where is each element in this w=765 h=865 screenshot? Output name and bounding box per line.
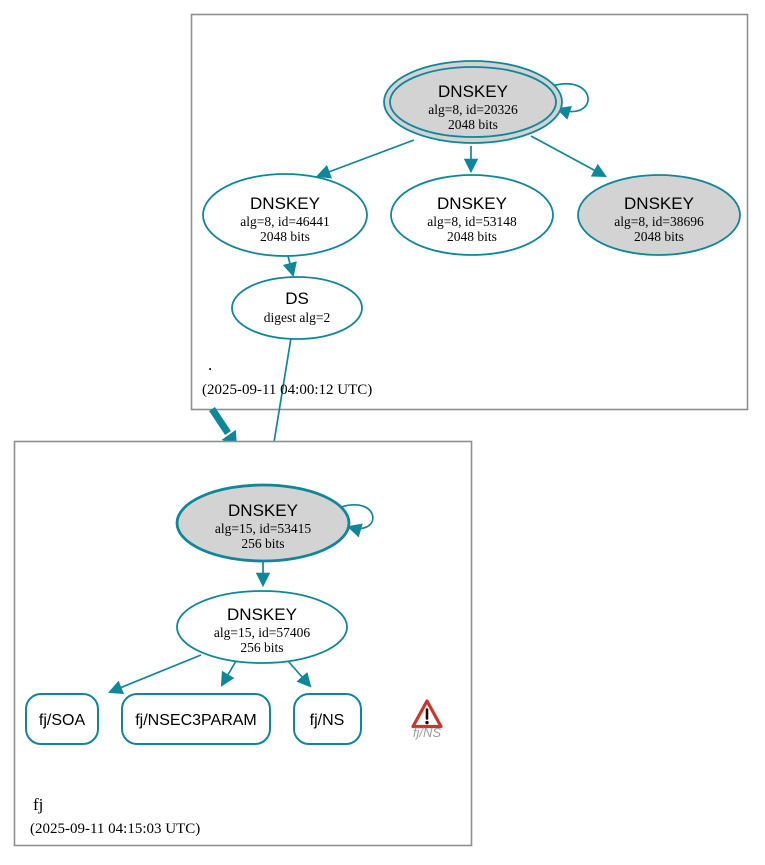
node-alg: alg=15, id=57406 <box>214 625 310 640</box>
node-root-zsk-53148[interactable]: DNSKEY alg=8, id=53148 2048 bits <box>390 174 554 256</box>
rrset-label: fj/NS <box>310 712 345 729</box>
node-rrset-fj-ns[interactable]: fj/NS <box>293 693 362 745</box>
node-fj-ksk-53415[interactable]: DNSKEY alg=15, id=53415 256 bits <box>175 483 351 563</box>
node-fj-zsk-57406[interactable]: DNSKEY alg=15, id=57406 256 bits <box>176 590 348 664</box>
node-rrset-fj-nsec3param[interactable]: fj/NSEC3PARAM <box>121 693 271 745</box>
node-bits: 256 bits <box>240 640 283 655</box>
node-title: DNSKEY <box>250 194 320 213</box>
node-root-zsk-46441[interactable]: DNSKEY alg=8, id=46441 2048 bits <box>202 173 368 257</box>
self-sign-loop-ksk20326 <box>551 83 589 120</box>
node-alg: alg=15, id=53415 <box>215 521 311 536</box>
node-bits: 2048 bits <box>448 117 498 132</box>
node-root-zsk-38696[interactable]: DNSKEY alg=8, id=38696 2048 bits <box>577 174 741 256</box>
warning-triangle-icon[interactable] <box>411 699 443 729</box>
edge-zsk46441-to-ds <box>282 255 297 278</box>
edge-zsk57406-to-nsec3param <box>220 660 237 687</box>
node-ds-fj[interactable]: DS digest alg=2 <box>231 276 363 340</box>
rrset-label: fj/NSEC3PARAM <box>135 712 257 729</box>
node-alg: alg=8, id=20326 <box>428 102 518 117</box>
root-zone-timestamp: (2025-09-11 04:00:12 UTC) <box>202 382 372 398</box>
node-title: DS <box>285 289 309 308</box>
node-bits: 256 bits <box>241 536 284 551</box>
edge-ksk20326-to-zsk38696 <box>530 135 607 178</box>
node-title: DNSKEY <box>437 194 507 213</box>
node-title: DNSKEY <box>438 82 508 101</box>
edge-zsk57406-to-soa <box>107 654 202 695</box>
node-title: DNSKEY <box>624 194 694 213</box>
delegation-arrow-shaft <box>209 407 231 435</box>
edge-zsk57406-to-ns <box>287 660 312 688</box>
node-alg: alg=8, id=53148 <box>427 214 517 229</box>
node-title: DNSKEY <box>228 501 298 520</box>
root-zone-label: . <box>208 355 212 374</box>
node-alg: alg=8, id=46441 <box>240 214 329 229</box>
fj-zone-label: fj <box>33 795 43 814</box>
warning-caption: fj/NS <box>413 725 442 740</box>
fj-zone-timestamp: (2025-09-11 04:15:03 UTC) <box>30 821 200 837</box>
node-bits: 2048 bits <box>634 229 684 244</box>
rrset-label: fj/SOA <box>39 712 86 729</box>
node-alg: alg=8, id=38696 <box>614 214 704 229</box>
node-bits: 2048 bits <box>260 229 310 244</box>
node-title: DNSKEY <box>227 605 297 624</box>
self-sign-loop-ksk53415 <box>340 504 374 538</box>
node-root-ksk-20326[interactable]: DNSKEY alg=8, id=20326 2048 bits <box>383 60 563 144</box>
node-detail: digest alg=2 <box>264 310 330 325</box>
edge-ksk20326-to-zsk46441 <box>315 139 415 179</box>
node-bits: 2048 bits <box>447 229 497 244</box>
node-rrset-fj-soa[interactable]: fj/SOA <box>25 693 99 745</box>
